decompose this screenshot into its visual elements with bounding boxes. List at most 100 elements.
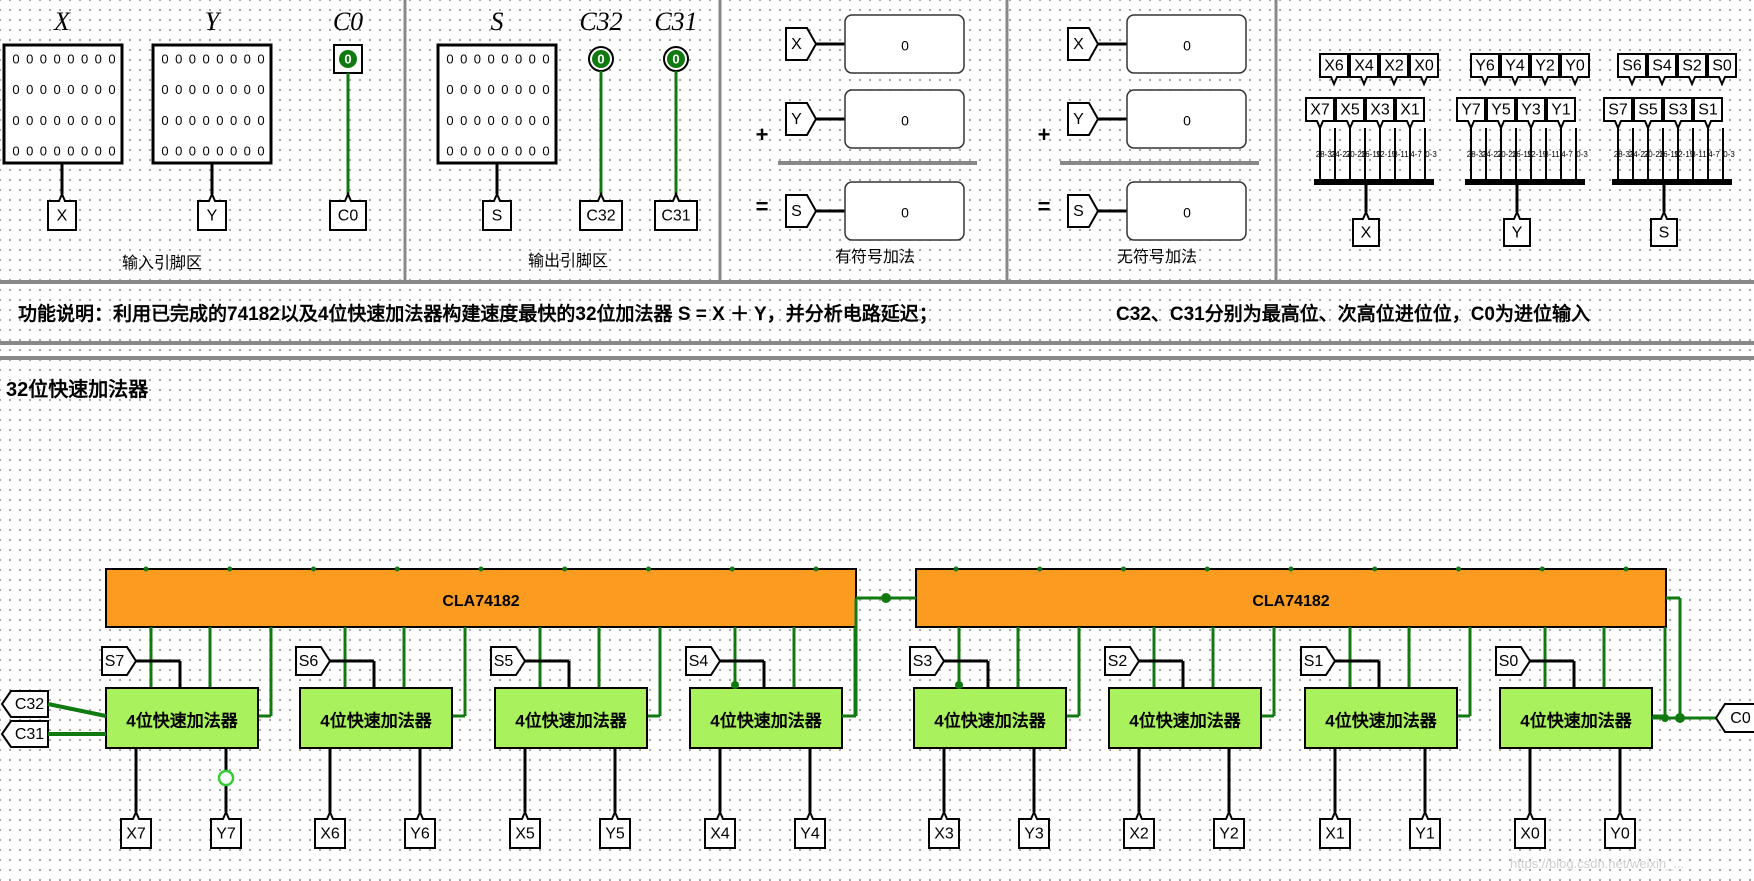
unsigned-probe-0 <box>1126 14 1247 74</box>
output-pin-s-bit: 0 <box>515 51 522 66</box>
adder-2-s-tunnel-label: S5 <box>494 653 514 670</box>
splitter-x-bottom-2-tunnel-label: X3 <box>1370 102 1390 119</box>
splitter-x-top-1-tunnel-label: X4 <box>1354 58 1374 75</box>
output-pin-s-bit: 0 <box>488 143 495 158</box>
cla-pin <box>394 566 400 572</box>
input-pin-y-bit: 0 <box>244 82 251 97</box>
pin-name-c32: C32 <box>579 7 622 36</box>
unsigned-op: + <box>1038 122 1051 147</box>
adder-3-y-tunnel <box>794 809 826 849</box>
splitter-x-range: 8-11 <box>1393 150 1409 159</box>
adder-0-x-tunnel-label: X7 <box>126 826 146 843</box>
output-pin-s-bit: 0 <box>474 51 481 66</box>
splitter-s-bus-tunnel-label: S <box>1659 225 1670 242</box>
splitter-y-bus-tunnel <box>1503 209 1531 247</box>
cla-pin <box>227 566 233 572</box>
output-pin-s-bit: 0 <box>446 51 453 66</box>
adder-2-y-tunnel-label: Y5 <box>605 826 625 843</box>
adder-3-s-tunnel-label: S4 <box>689 653 709 670</box>
unsigned-x-tunnel <box>1067 27 1100 61</box>
adder-6-s-tunnel <box>1300 646 1337 676</box>
adder-4-y-tunnel <box>1018 809 1050 849</box>
input-pin-c0-led <box>339 50 357 68</box>
input-pin-y-bit: 0 <box>257 82 264 97</box>
splitter-s-top-2-tunnel-label: S2 <box>1682 58 1702 75</box>
adder-1-y-tunnel <box>404 809 436 849</box>
output-pin-s-bit: 0 <box>542 143 549 158</box>
adder-6-label: 4位快速加法器 <box>1325 710 1437 730</box>
y-tunnel <box>197 191 227 231</box>
unsigned-probe-2 <box>1126 181 1247 241</box>
input-pin-y-bit: 0 <box>230 82 237 97</box>
c32-tunnel <box>579 191 623 231</box>
splitter-x-top-2-tunnel-label: X2 <box>1384 58 1404 75</box>
splitter-s-top-0-tunnel <box>1617 53 1647 87</box>
adder-2 <box>494 687 648 749</box>
unsigned-s-tunnel <box>1067 194 1100 228</box>
input-pin-x-bit: 0 <box>54 143 61 158</box>
splitter-s-range: 12-15 <box>1674 150 1695 159</box>
cla74182-right <box>915 568 1667 628</box>
splitter-x-top-1-tunnel <box>1349 53 1379 87</box>
adder-6-y-tunnel-label: Y1 <box>1415 826 1435 843</box>
unsigned-caption: 无符号加法 <box>1117 248 1197 266</box>
cla74182-left-label: CLA74182 <box>442 593 519 610</box>
splitter-x-bus-tunnel <box>1352 209 1380 247</box>
unsigned-probe-1 <box>1126 89 1247 149</box>
output-pin-s-bit: 0 <box>515 113 522 128</box>
output-pin-s-bit: 0 <box>488 82 495 97</box>
splitter-s-bottom-1-tunnel-label: S5 <box>1638 102 1658 119</box>
splitter-x-bottom-1-tunnel <box>1335 97 1365 131</box>
input-pin-y-bit: 0 <box>203 51 210 66</box>
output-pin-s-bit: 0 <box>474 113 481 128</box>
unsigned-probe-value: 0 <box>1183 205 1191 221</box>
function-description: 功能说明：利用已完成的74182以及4位快速加法器构建速度最快的32位加法器 S… <box>18 299 1590 326</box>
adder-5-y-tunnel-label: Y2 <box>1219 826 1239 843</box>
input-pin-y-bit: 0 <box>189 82 196 97</box>
input-pin-x-bit: 0 <box>108 82 115 97</box>
output-pin-s-bit: 0 <box>542 82 549 97</box>
output-pin-s-bit: 0 <box>446 82 453 97</box>
cla-pin <box>1037 566 1043 572</box>
adder-5 <box>1108 687 1262 749</box>
adder-1-label: 4位快速加法器 <box>320 710 432 730</box>
adder-7-x-tunnel <box>1514 809 1546 849</box>
output-pin-s-bit: 0 <box>501 51 508 66</box>
input-pin-x-bit: 0 <box>40 82 47 97</box>
adder-5-y-tunnel <box>1213 809 1245 849</box>
splitter-y-top-1-tunnel-label: Y4 <box>1505 58 1525 75</box>
y7-probe <box>217 769 235 787</box>
input-pin-y-bit: 0 <box>216 51 223 66</box>
input-pin-x-bit: 0 <box>81 51 88 66</box>
splitter-s-range: 16-19 <box>1659 150 1680 159</box>
adder-1-y-tunnel-label: Y6 <box>410 826 430 843</box>
input-pin-x-bit: 0 <box>12 51 19 66</box>
output-pin-s-bit: 0 <box>474 82 481 97</box>
adder-0-y-tunnel <box>210 809 242 849</box>
input-pin-x-bit: 0 <box>12 82 19 97</box>
output-pin-s-bit: 0 <box>474 143 481 158</box>
adder-3-y-tunnel-label: Y4 <box>800 826 820 843</box>
input-pin-y-bit: 0 <box>161 51 168 66</box>
input-pin-y-bit: 0 <box>216 113 223 128</box>
description-right: C32、C31分别为最高位、次高位进位位，C0为进位输入 <box>1116 304 1590 325</box>
output-pin-s-bit: 0 <box>460 143 467 158</box>
splitter-x-range: 4-7 <box>1410 150 1422 159</box>
splitter-x-top-0-tunnel <box>1319 53 1349 87</box>
input-pin-x-bit: 0 <box>108 113 115 128</box>
input-pin-x-bit: 0 <box>67 143 74 158</box>
input-pin-y-bit: 0 <box>189 113 196 128</box>
cla-pin <box>1121 566 1126 572</box>
splitter-y-top-2-tunnel <box>1530 53 1560 87</box>
c32-out-tunnel-label: C32 <box>15 696 44 713</box>
junction-dot <box>731 681 739 689</box>
adder-1-s-tunnel-label: S6 <box>299 653 319 670</box>
adder-0-s-tunnel <box>101 646 138 676</box>
adder-7-y-tunnel-label: Y0 <box>1610 826 1630 843</box>
output-pin-s-bit: 0 <box>446 143 453 158</box>
splitter-y-bottom-1-tunnel <box>1486 97 1516 131</box>
signed-s-tunnel-label: S <box>791 203 802 220</box>
splitter-s-bottom-0-tunnel-label: S7 <box>1608 102 1628 119</box>
output-pin-c32-led <box>592 50 610 68</box>
splitter-x-bottom-2-tunnel <box>1365 97 1395 131</box>
